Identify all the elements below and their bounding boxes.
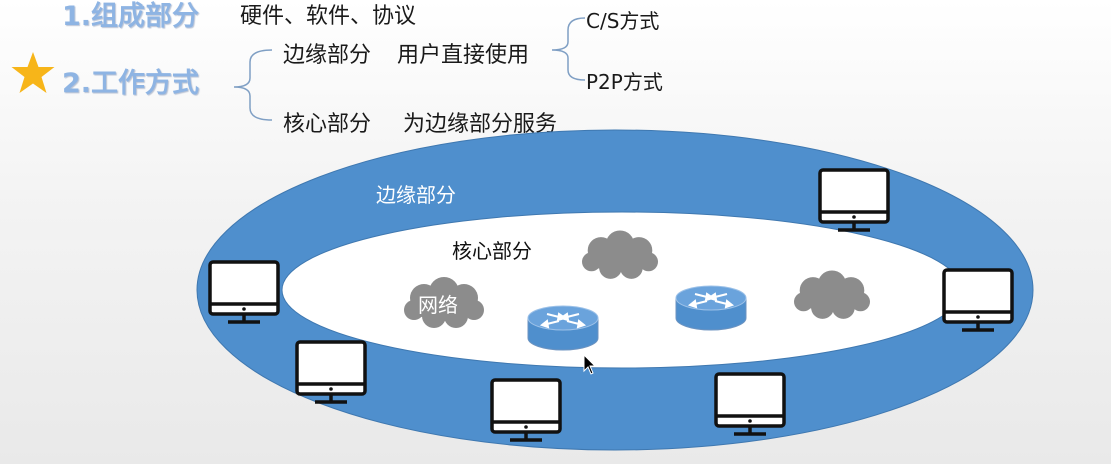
item1-title: 1.组成部分 [62,1,200,32]
computer-icon [818,168,890,232]
item2-title: 2.工作方式 [62,68,200,99]
core-label: 核心部分 [283,112,372,137]
router-icon [675,285,747,331]
mode-p2p: P2P方式 [586,70,663,94]
computer-icon [490,378,562,442]
computer-icon [208,260,280,324]
brace-lines [233,17,586,121]
outer-label: 边缘部分 [376,183,456,207]
star-icon [11,52,55,93]
item1-desc: 硬件、软件、协议 [240,4,417,29]
cursor-icon [583,353,597,375]
computer-icon [942,268,1014,332]
edge-desc: 用户直接使用 [397,43,530,68]
mode-cs: C/S方式 [586,9,660,33]
computer-icon [295,340,367,404]
cloud-label: 网络 [418,293,458,317]
inner-label: 核心部分 [452,239,532,263]
edge-label: 边缘部分 [283,43,372,68]
computer-icon [714,372,786,436]
router-icon [527,305,599,351]
